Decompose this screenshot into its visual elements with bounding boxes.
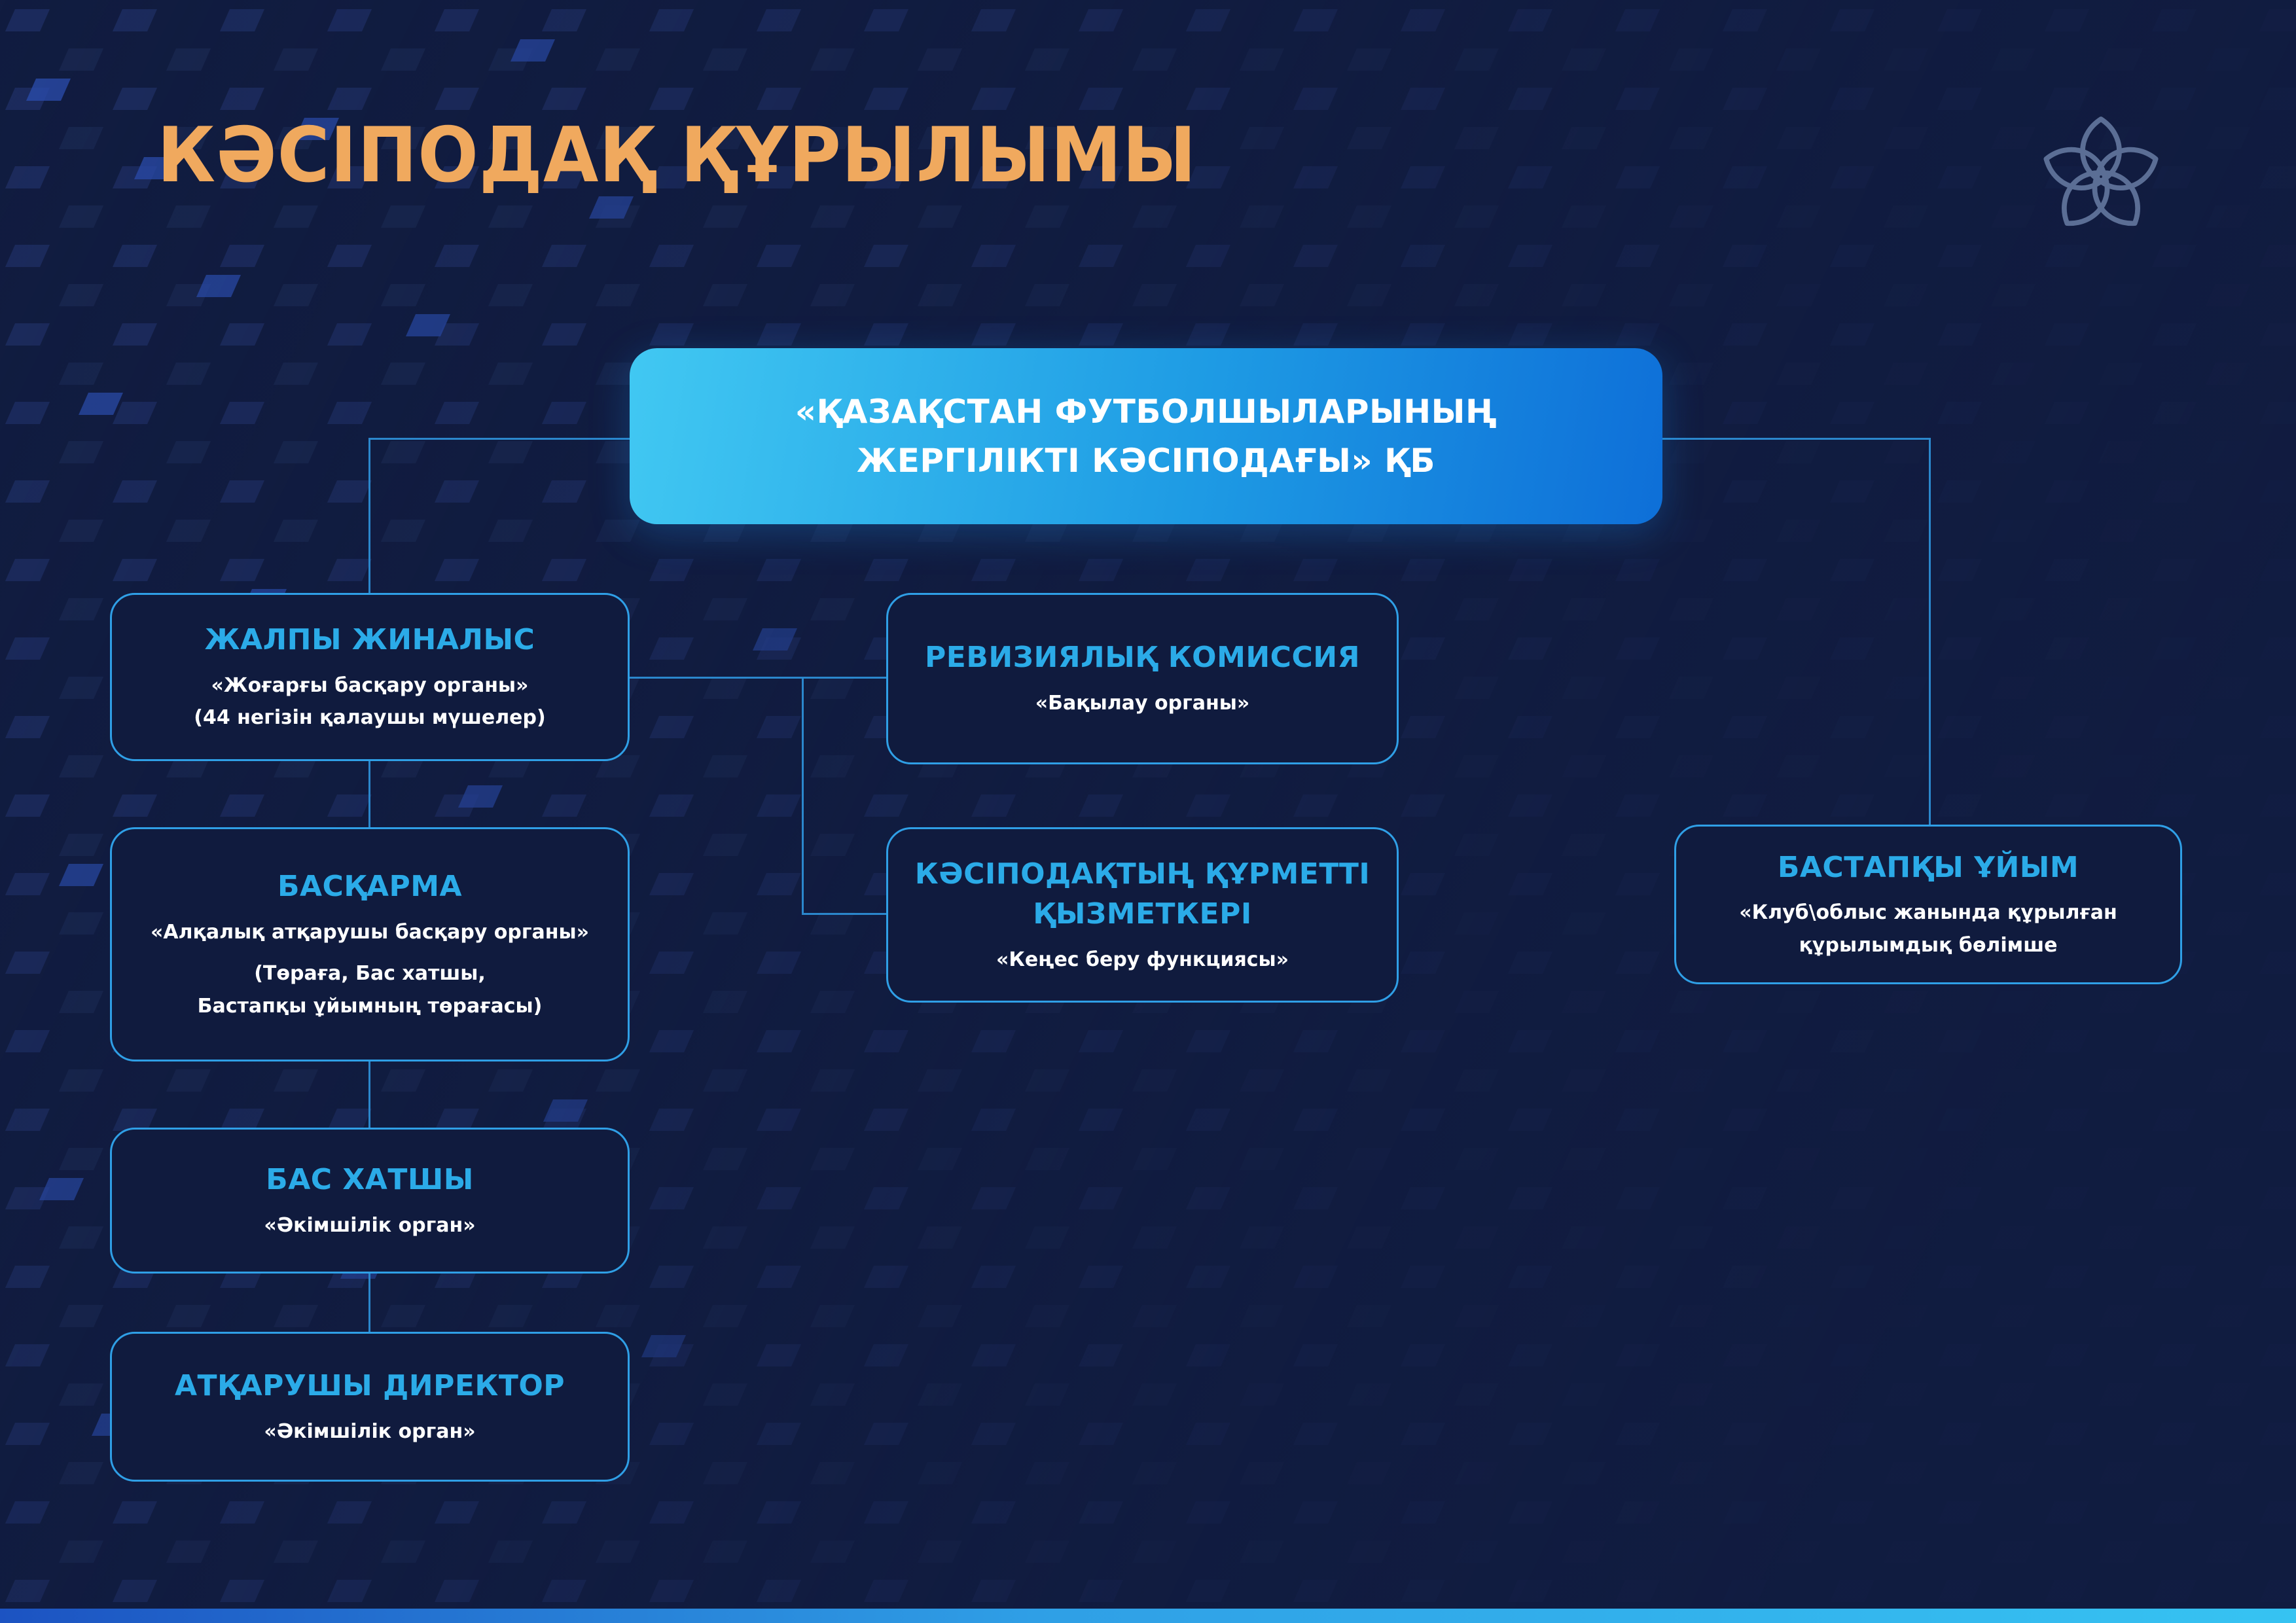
node-subtitle-line: «Алқалық атқарушы басқару органы» (150, 920, 590, 944)
page-title: КӘСІПОДАҚ ҚҰРЫЛЫМЫ (157, 111, 1197, 200)
node-title: БАСҚАРМА (277, 869, 463, 903)
node-board: БАСҚАРМА «Алқалық атқарушы басқару орган… (110, 827, 630, 1061)
node-title: АТҚАРУШЫ ДИРЕКТОР (174, 1368, 565, 1402)
connector-board-secretary (368, 1059, 370, 1130)
connector-meeting-audit (630, 677, 886, 679)
node-root-union: «ҚАЗАҚСТАН ФУТБОЛШЫЛАРЫНЫҢ ЖЕРГІЛІКТІ КӘ… (630, 348, 1662, 524)
node-subtitle-line: «Әкімшілік орган» (264, 1213, 476, 1237)
node-title: БАСТАПҚЫ ҰЙЫМ (1777, 850, 2079, 884)
node-title: ЖАЛПЫ ЖИНАЛЫС (204, 623, 535, 657)
node-general-secretary: БАС ХАТШЫ «Әкімшілік орган» (110, 1128, 630, 1274)
node-title: КӘСІПОДАҚТЫҢ ҚҰРМЕТТІ (914, 857, 1371, 891)
node-general-meeting: ЖАЛПЫ ЖИНАЛЫС «Жоғарғы басқару органы» (… (110, 593, 630, 761)
node-title: ҚЫЗМЕТКЕРІ (1033, 897, 1252, 931)
node-title: БАС ХАТШЫ (266, 1162, 474, 1196)
node-primary-organization: БАСТАПҚЫ ҰЙЫМ «Клуб\облыс жанында құрылғ… (1674, 825, 2182, 984)
node-subtitle-line: (Төраға, Бас хатшы, (254, 962, 486, 986)
knot-logo-icon (2043, 116, 2159, 226)
node-honorary-officer: КӘСІПОДАҚТЫҢ ҚҰРМЕТТІ ҚЫЗМЕТКЕРІ «Кеңес … (886, 827, 1399, 1003)
connector-root-to-right (1662, 438, 1931, 440)
node-subtitle-line: «Клуб\облыс жанында құрылған (1739, 901, 2117, 925)
connector-right-down (1929, 438, 1931, 825)
connector-secretary-director (368, 1271, 370, 1332)
node-subtitle-line: Бастапқы ұйымның төрағасы) (197, 994, 543, 1018)
node-executive-director: АТҚАРУШЫ ДИРЕКТОР «Әкімшілік орган» (110, 1332, 630, 1482)
node-subtitle-line: «Бақылау органы» (1035, 692, 1250, 715)
node-subtitle-line: «Кеңес беру функциясы» (996, 948, 1289, 971)
connector-root-to-left (369, 438, 631, 440)
connector-left-down (368, 438, 370, 593)
node-subtitle-line: (44 негізін қалаушы мүшелер) (194, 706, 546, 730)
connector-branch-down (802, 677, 804, 915)
connector-meeting-board (368, 759, 370, 830)
root-title-line: «ҚАЗАҚСТАН ФУТБОЛШЫЛАРЫНЫҢ (795, 392, 1498, 431)
root-title-line: ЖЕРГІЛІКТІ КӘСІПОДАҒЫ» ҚБ (857, 441, 1435, 480)
bottom-accent-bar (0, 1609, 2296, 1623)
node-audit-commission: РЕВИЗИЯЛЫҚ КОМИССИЯ «Бақылау органы» (886, 593, 1399, 764)
node-subtitle-line: «Жоғарғы басқару органы» (211, 673, 529, 697)
connector-branch-honorary (802, 913, 887, 915)
node-subtitle-line: құрылымдық бөлімше (1799, 933, 2058, 957)
node-subtitle-line: «Әкімшілік орган» (264, 1419, 476, 1443)
node-title: РЕВИЗИЯЛЫҚ КОМИССИЯ (925, 641, 1360, 675)
